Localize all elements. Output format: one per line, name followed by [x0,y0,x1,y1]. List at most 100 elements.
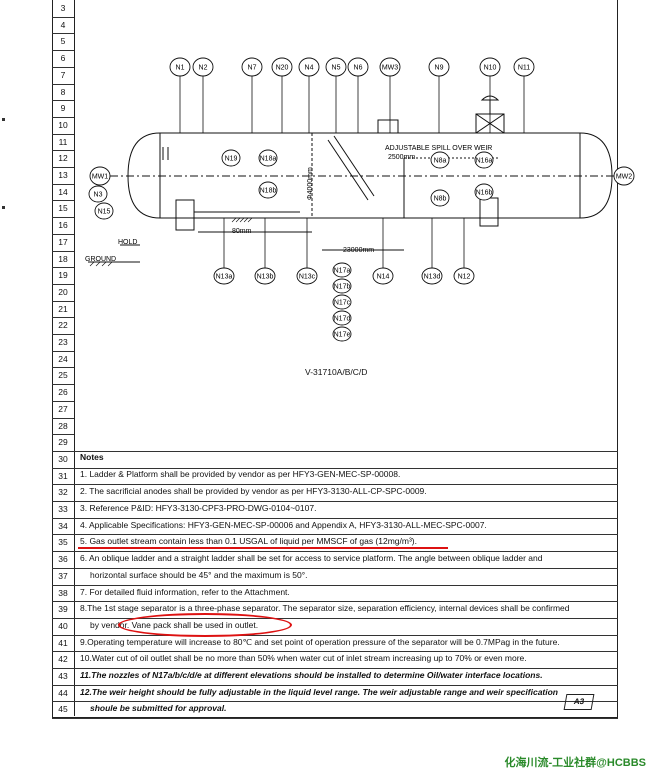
row-line [52,417,74,419]
row-number: 12 [58,153,68,164]
svg-text:MW1: MW1 [92,174,108,181]
row-number: 14 [58,186,68,197]
row-line [52,634,618,636]
row-number: 39 [58,604,68,615]
row-line [52,200,74,202]
svg-text:N3: N3 [94,192,103,199]
svg-text:N13d: N13d [424,274,441,281]
svg-text:N16a: N16a [476,158,493,165]
nozzle-n2: N2 [192,57,214,77]
row-line [52,467,618,469]
note-5: 5. Gas outlet stream contain less than 0… [80,536,417,546]
row-line [52,350,74,352]
nozzle-n14: N14 [372,267,394,285]
boot-dim-label: 80mm [232,228,252,235]
row-number: 43 [58,671,68,681]
row-number: 15 [58,203,68,214]
svg-text:N11: N11 [518,65,530,72]
note-4: 4. Applicable Specifications: HFY3-GEN-M… [80,520,487,530]
hold-label: HOLD [118,239,137,246]
svg-text:N17b: N17b [334,284,351,291]
row-number: 27 [58,403,68,414]
row-number: 35 [58,537,68,548]
scan-mark [2,206,5,209]
row-line [52,551,618,553]
row-number: 10 [58,119,68,130]
row-number: 33 [58,504,68,514]
svg-text:N19: N19 [225,156,238,163]
note-2: 2. The sacrificial anodes shall be provi… [80,486,427,496]
nozzle-n13d: N13d [421,267,443,285]
row-line [52,267,74,269]
row-line [52,233,74,235]
nozzle-n8b: N8b [430,189,450,207]
svg-text:MW3: MW3 [382,65,398,72]
nozzle-n17b: N17b [332,278,352,294]
row-line [52,384,74,386]
row-number: 24 [58,353,68,364]
diameter-label: Φ4000mm [307,167,314,200]
row-line [52,167,74,168]
row-line [52,668,618,669]
row-line [52,300,74,302]
row-number: 25 [58,370,68,381]
nozzle-n20: N20 [271,57,293,77]
note-12: 12.The weir height should be fully adjus… [80,687,558,697]
nozzle-n17d: N17d [332,310,352,326]
svg-text:N10: N10 [484,65,497,72]
svg-text:N5: N5 [332,65,341,72]
svg-text:N13c: N13c [299,274,316,281]
svg-text:N16b: N16b [476,190,493,197]
nozzle-n18b: N18b [258,181,278,199]
red-circle [118,613,292,637]
row-line [52,450,618,452]
row-number-column [52,0,75,716]
svg-text:N13b: N13b [257,274,274,281]
nozzle-n17a: N17a [332,262,352,278]
row-number: 16 [58,220,68,231]
nozzle-n18a: N18a [258,149,278,167]
nozzle-n17c: N17c [332,294,352,310]
vessel-tag: V-31710A/B/C/D [305,367,368,377]
sheet-frame [52,0,618,718]
nozzle-n6: N6 [347,57,369,77]
row-line [52,16,74,18]
row-number: 31 [58,470,68,481]
row-number: 26 [58,387,68,398]
note-6-cont: horizontal surface should be 45° and the… [90,570,308,580]
length-label: 23000mm [343,247,374,254]
row-number: 13 [58,170,68,180]
row-line [52,83,74,85]
svg-text:N9: N9 [435,65,444,72]
row-line [52,517,618,519]
spill-weir-label: ADJUSTABLE SPILL OVER WEIR [385,145,492,152]
nozzle-n11: N11 [513,57,535,77]
nozzle-n17e: N17e [332,326,352,342]
svg-text:N6: N6 [354,65,363,72]
row-line [52,116,74,118]
row-number: 29 [58,437,68,448]
nozzle-n9: N9 [428,57,450,77]
row-number: 44 [58,687,68,698]
red-underline [78,547,448,549]
ground-label: GROUND [85,256,116,263]
row-number: 32 [58,487,68,498]
row-number: 18 [58,253,68,264]
row-number: 41 [58,637,68,648]
svg-text:N18b: N18b [260,188,277,195]
svg-text:MW2: MW2 [616,174,632,181]
row-line [52,400,74,402]
row-number: 42 [58,654,68,665]
note-6: 6. An oblique ladder and a straight ladd… [80,553,543,563]
nozzle-mw2: MW2 [613,166,635,186]
row-number: 40 [58,620,68,631]
row-number: 7 [60,69,66,80]
row-line [52,684,618,686]
nozzle-mw3: MW3 [379,57,401,77]
row-line [52,250,74,252]
row-line [52,33,74,35]
row-line [52,133,74,135]
row-line [52,150,74,152]
svg-text:N17a: N17a [334,268,351,275]
